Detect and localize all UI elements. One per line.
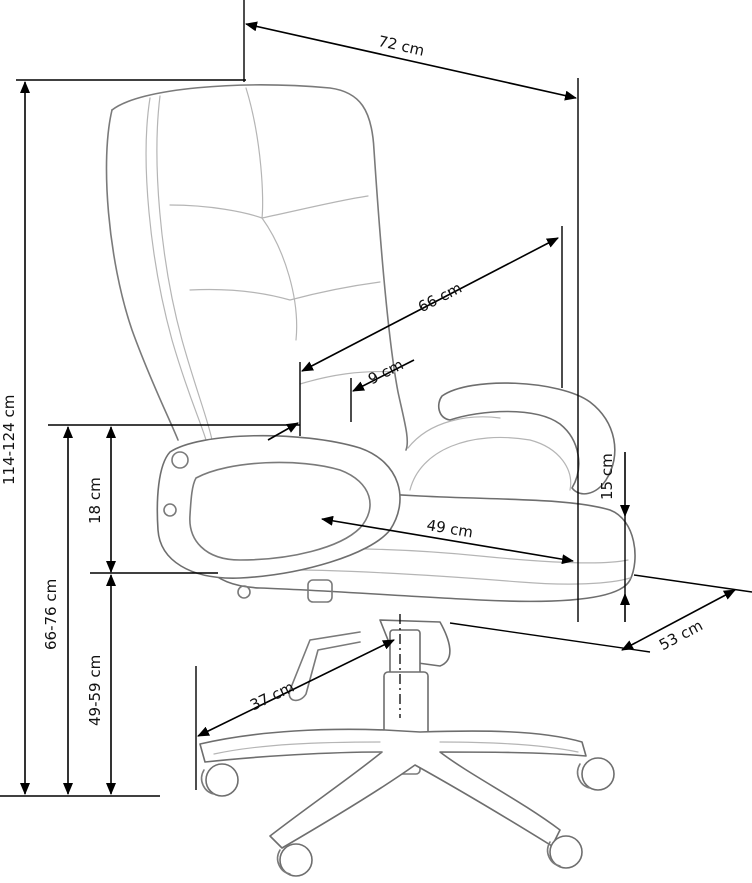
label-seat-height: 49-59 cm: [86, 654, 104, 726]
chair-armrest-right: [407, 382, 616, 495]
chair-gas-cylinder: [383, 629, 429, 775]
caster-front-right: [549, 835, 583, 869]
caster-left: [205, 763, 239, 797]
chair-drawing: [105, 84, 636, 877]
chair-backrest: [105, 84, 409, 451]
caster-right: [581, 757, 615, 791]
label-armrest-height: 66-76 cm: [42, 578, 60, 650]
label-armrest-above-seat: 18 cm: [86, 477, 104, 524]
label-seat-thickness: 15 cm: [598, 453, 616, 500]
dimension-lines: [0, 0, 752, 797]
label-total-height: 114-124 cm: [0, 394, 18, 485]
caster-front-left: [279, 843, 313, 877]
chair-base: [199, 728, 615, 877]
